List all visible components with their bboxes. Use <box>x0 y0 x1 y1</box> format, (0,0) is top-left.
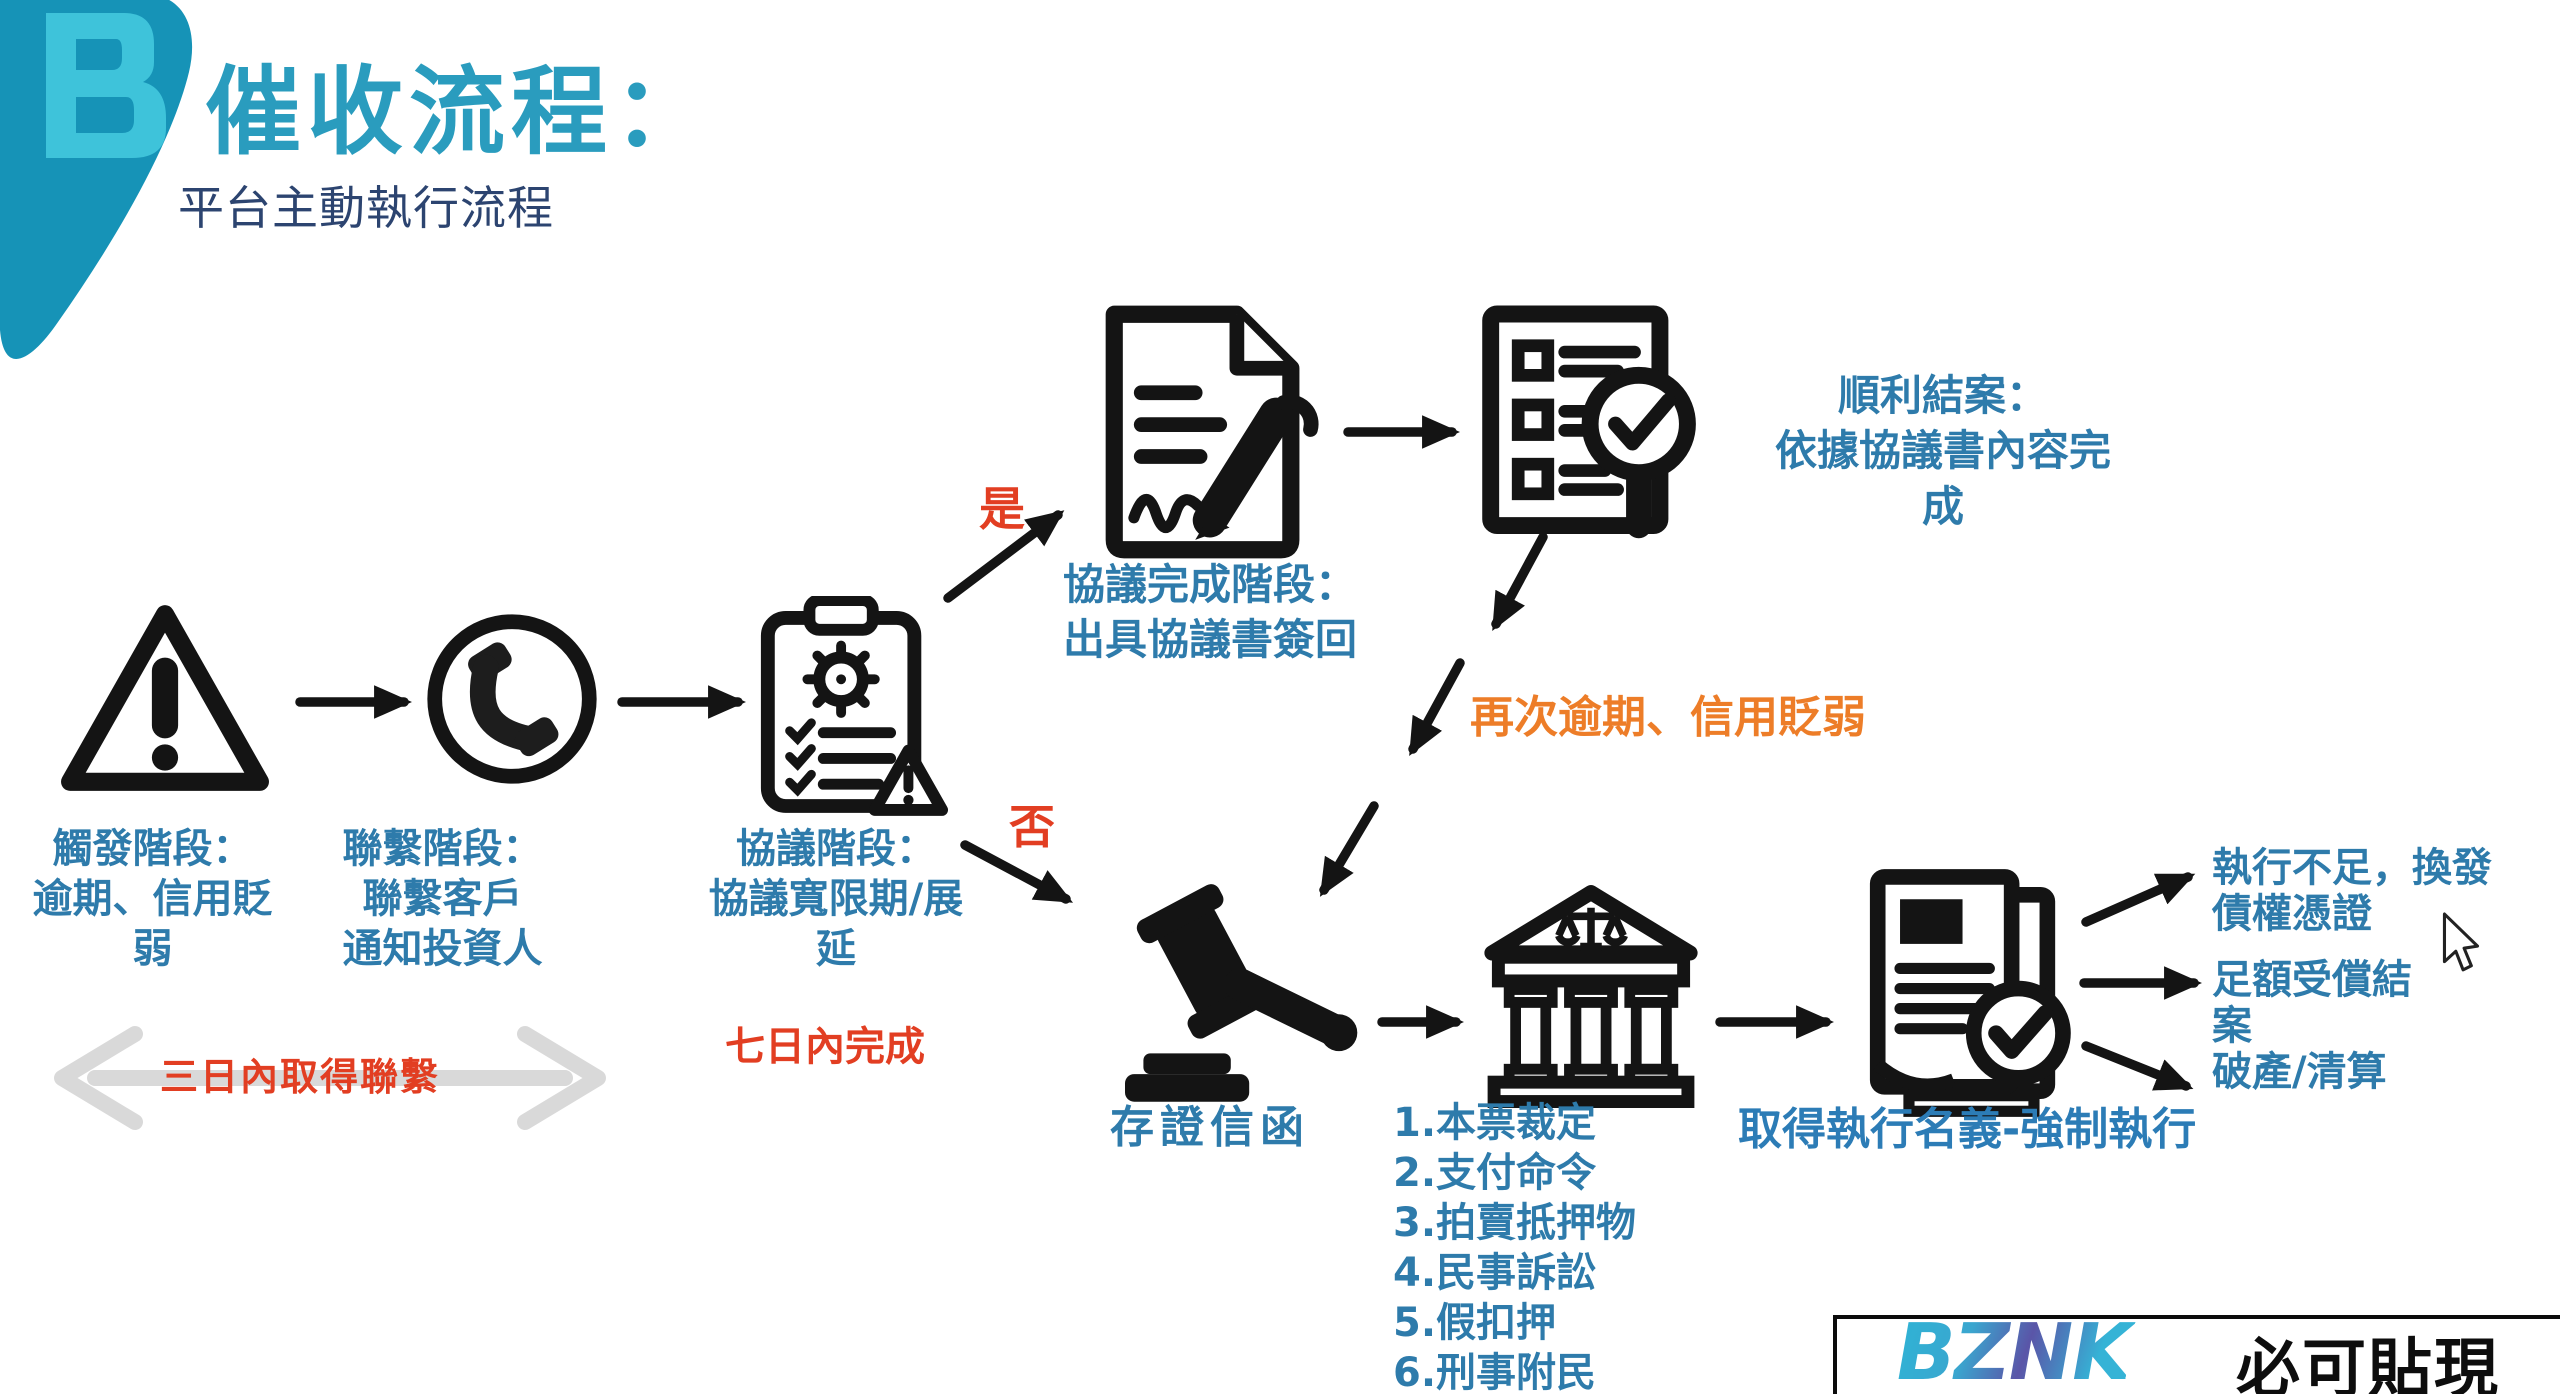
legal-action-item: 3.拍賣抵押物 <box>1393 1200 1637 1246</box>
approved-badge <box>1965 980 2071 1086</box>
brand-letter-b <box>46 13 166 158</box>
warning-triangle-icon <box>61 605 269 791</box>
double-arrow-left-head <box>54 1026 143 1130</box>
outcome-bankruptcy: 破產/清算 <box>2212 1049 2387 1095</box>
legal-actions-list: 1.本票裁定 2.支付命令 3.拍賣抵押物 4.民事訴訟 5.假扣押 6.刑事附… <box>1393 1098 1636 1394</box>
mouse-cursor <box>2442 912 2480 972</box>
stage-label-contact: 聯繫階段： 聯繫客戶 通知投資人 <box>342 826 543 972</box>
arrow-no-to-gavel <box>960 840 1074 904</box>
phone-handset <box>468 642 559 757</box>
three-days-label: 三日內取得聯繫 <box>159 1055 440 1099</box>
gavel-icon <box>1125 884 1358 1102</box>
enforcement-docs-icon <box>1869 869 2071 1117</box>
legal-action-item: 4.民事訴訟 <box>1393 1250 1597 1296</box>
stage-label-smooth-close: 順利結案： 依據協議書內容完 成 <box>1774 371 2111 531</box>
stage-label-negotiation: 協議階段： 協議寬限期/展 延 <box>708 826 964 972</box>
arrow-relapse-segment-1 <box>1491 532 1548 632</box>
gavel-head <box>1136 884 1275 1039</box>
courthouse-icon <box>1484 885 1698 1108</box>
magnifier-check <box>1581 366 1696 539</box>
brand-footer-box <box>1833 1315 2560 1394</box>
legal-action-item: 1.本票裁定 <box>1393 1100 1597 1146</box>
stage-label-trigger: 觸發階段： 逾期、信用貶 弱 <box>32 826 273 972</box>
legal-action-item: 6.刑事附民 <box>1393 1350 1597 1394</box>
signed-agreement-icon <box>1105 305 1319 559</box>
clipboard-warning-badge <box>868 744 949 816</box>
blob-shape <box>0 0 192 359</box>
seven-days-label: 七日內完成 <box>725 1024 925 1070</box>
yes-label: 是 <box>979 482 1025 536</box>
gavel-handle <box>1223 968 1351 1047</box>
arrow-outcome-top <box>2081 872 2196 927</box>
outcome-insufficient-execution: 執行不足，換發 債權憑證 <box>2212 845 2492 937</box>
arrow-relapse-segment-2 <box>1408 658 1465 757</box>
brand-wordmark-zh: 必可貼現網 <box>2236 1333 2500 1394</box>
arrow-relapse-segment-3 <box>1319 801 1379 897</box>
checklist-lines <box>785 718 897 797</box>
legal-action-item: 5.假扣押 <box>1393 1300 1557 1346</box>
outcome-full-repayment: 足額受償結 案 <box>2212 957 2412 1049</box>
stage-label-enforcement: 取得執行名義-強制執行 <box>1738 1104 2197 1155</box>
phone-icon <box>427 614 597 784</box>
scales-of-justice <box>1555 907 1628 951</box>
gear-glyph <box>802 640 880 718</box>
no-label: 否 <box>1009 800 1055 854</box>
pen-glyph <box>1192 394 1319 540</box>
stage-label-agreement-done: 協議完成階段： 出具協議書簽回 <box>1062 560 1357 664</box>
page-title: 催收流程： <box>205 56 715 168</box>
three-days-double-arrow <box>54 1026 606 1130</box>
arrow-yes-to-agreement <box>943 510 1065 603</box>
brand-wordmark-en: BZNK <box>1888 1308 2138 1394</box>
legal-action-item: 2.支付命令 <box>1393 1150 1597 1196</box>
review-checklist-icon <box>1482 305 1696 539</box>
signature-squiggle <box>1128 493 1204 534</box>
page-subtitle: 平台主動執行流程 <box>178 181 554 235</box>
negotiation-clipboard-icon <box>760 596 949 816</box>
brand-logo-blob <box>0 0 192 359</box>
stage-label-certified-letter: 存證信函 <box>1110 1102 1310 1153</box>
gavel-base <box>1125 1053 1250 1102</box>
double-arrow-right-head <box>517 1026 606 1130</box>
overdue-again-label: 再次逾期、信用貶弱 <box>1470 692 1866 743</box>
page-curl <box>1873 1059 1957 1092</box>
columns <box>1503 984 1679 1088</box>
arrow-outcome-bottom <box>2081 1041 2194 1091</box>
